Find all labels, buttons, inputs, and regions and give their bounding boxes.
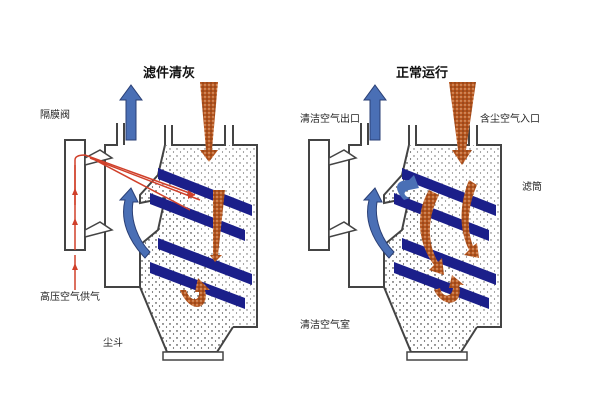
left-panel-cleaning [64,82,258,361]
clean-chamber-label: 清洁空气室 [300,320,350,331]
air-supply-label: 高压空气供气 [40,292,100,303]
left-title: 滤件清灰 [143,66,196,81]
right-title: 正常运行 [396,66,449,81]
hopper-label: 尘斗 [103,338,123,349]
dusty-air-down-arrow [200,82,218,162]
right-panel-normal [308,82,502,361]
blue-return-arrow [118,187,151,259]
valve-label: 隔膜阀 [40,110,70,121]
pulse-jets [74,154,201,290]
filter-label: 滤筒 [522,182,542,193]
dust-falling-arrow [180,278,210,307]
clean-air-up-arrow [119,84,143,141]
clean-outlet-label: 清洁空气出口 [300,114,360,125]
dirty-inlet-label: 含尘空气入口 [480,114,540,125]
